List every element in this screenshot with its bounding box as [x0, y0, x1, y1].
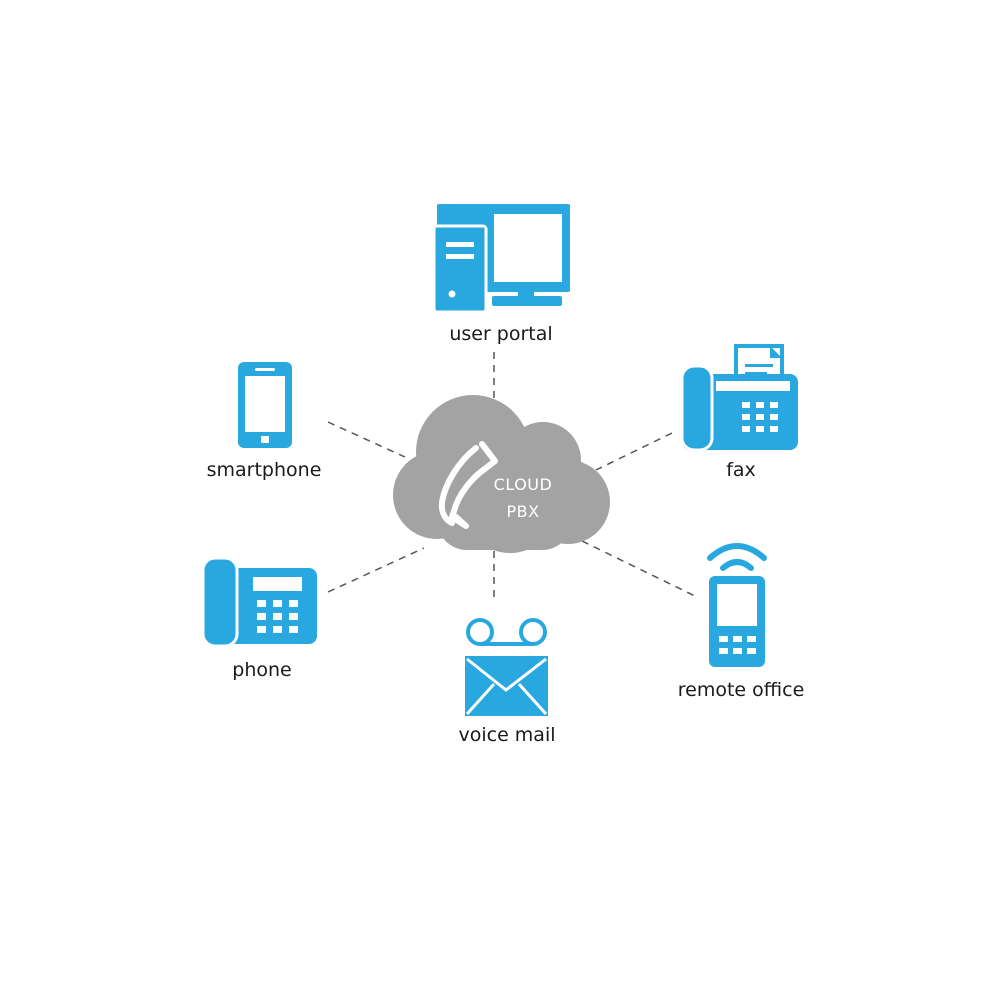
cloud-label-line1: CLOUD — [494, 475, 553, 494]
label-voice-mail: voice mail — [458, 724, 555, 746]
cloud-shape — [393, 395, 610, 553]
phone-handset-icon — [438, 441, 498, 529]
connector-fax — [595, 432, 673, 471]
node-fax: fax — [680, 344, 798, 481]
label-remote-office: remote office — [678, 679, 805, 701]
desk-phone-icon — [201, 556, 317, 648]
connector-smartphone — [327, 421, 406, 458]
smartphone-icon — [238, 362, 292, 448]
node-phone: phone — [201, 556, 317, 681]
phone-keypad — [257, 600, 298, 633]
label-phone: phone — [232, 659, 291, 681]
label-smartphone: smartphone — [207, 459, 322, 481]
node-smartphone: smartphone — [207, 362, 322, 481]
fax-keypad — [742, 402, 778, 432]
connector-remote-office — [581, 540, 698, 598]
cloud-pbx-hub: CLOUD PBX — [393, 395, 610, 553]
connector-phone — [327, 547, 425, 593]
connectors — [327, 352, 698, 600]
fax-machine-icon — [680, 344, 798, 452]
node-voice-mail: voice mail — [458, 618, 556, 746]
remote-keypad — [719, 636, 756, 654]
desktop-computer-icon — [432, 204, 570, 314]
node-remote-office: remote office — [678, 543, 805, 701]
node-user-portal: user portal — [432, 204, 570, 345]
label-fax: fax — [726, 459, 756, 481]
label-user-portal: user portal — [449, 323, 552, 345]
cloud-label-line2: PBX — [506, 502, 539, 521]
wireless-phone-icon — [707, 543, 767, 667]
voicemail-envelope-icon — [465, 618, 548, 716]
